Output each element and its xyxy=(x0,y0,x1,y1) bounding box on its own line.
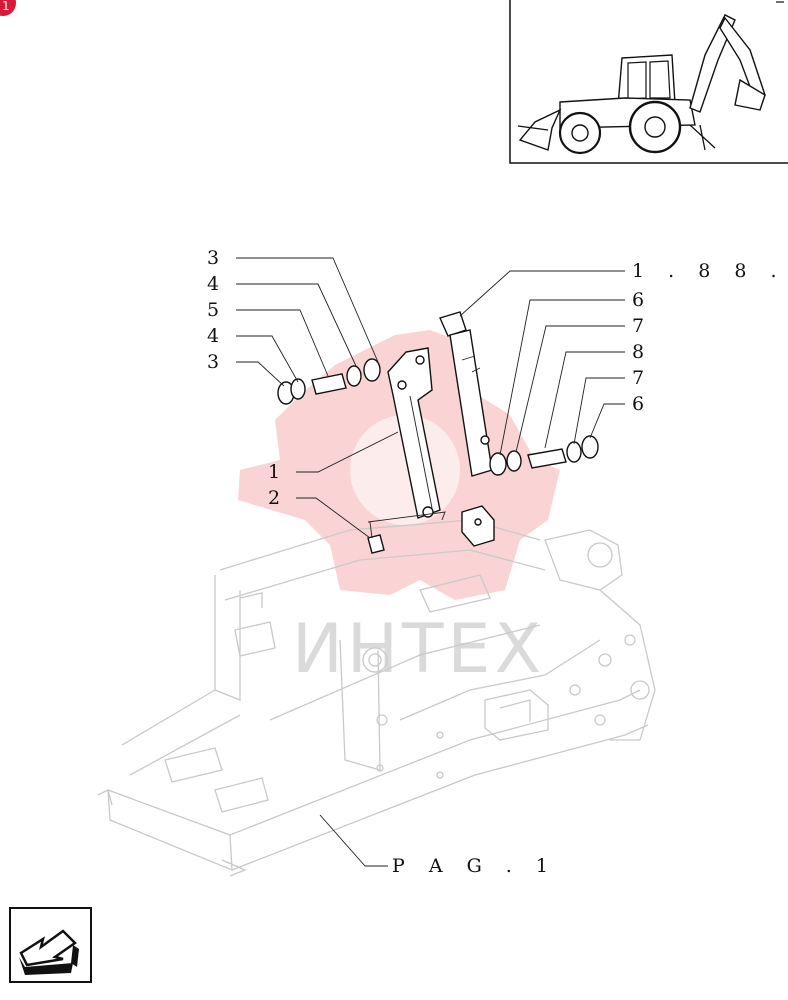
pin-assembly-right xyxy=(489,435,599,476)
chassis-frame xyxy=(97,519,656,877)
callout-label: 6 xyxy=(632,289,644,311)
back-navigation-button[interactable] xyxy=(9,907,92,983)
page-number-badge: 1 xyxy=(0,0,16,16)
callout-label: 5 xyxy=(207,299,219,321)
lever-arm xyxy=(387,347,441,519)
callout-label: 6 xyxy=(632,393,644,415)
callout-label: 4 xyxy=(207,273,219,295)
callout-label: 3 xyxy=(207,351,219,373)
callout-labels: 3 4 5 4 3 1 2 6 7 8 7 6 1 . 8 8 . 1 1 P … xyxy=(207,247,788,877)
pin-assembly-left xyxy=(277,358,381,405)
watermark-text: ИНТЕХ xyxy=(292,610,545,689)
arrow-back-icon xyxy=(19,929,79,975)
callout-label: 1 xyxy=(268,461,280,483)
callout-label: 3 xyxy=(207,247,219,269)
callout-label: 7 xyxy=(632,315,644,337)
leader-lines xyxy=(236,257,625,867)
cylinder-reference-label: 1 . 8 8 . 1 1 xyxy=(632,260,788,282)
callout-label: 7 xyxy=(632,367,644,389)
grease-fitting xyxy=(367,511,446,554)
callout-label: 8 xyxy=(632,341,644,363)
backhoe-loader-icon xyxy=(509,0,788,164)
frame-reference-label: P A G . 1 xyxy=(392,855,557,877)
pivot-block xyxy=(461,505,495,547)
callout-label: 2 xyxy=(268,487,280,509)
callout-label: 4 xyxy=(207,325,219,347)
